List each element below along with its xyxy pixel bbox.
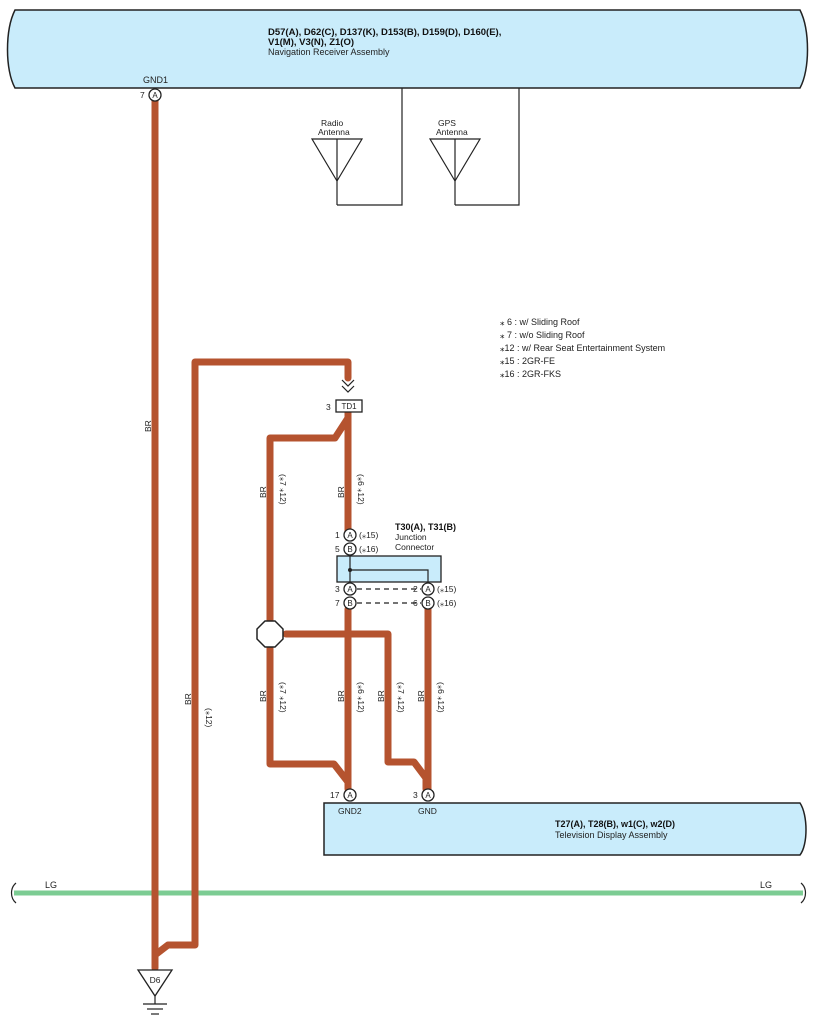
td1-label: TD1 <box>341 402 357 411</box>
navigation-receiver-assembly: D57(A), D62(C), D137(K), D153(B), D159(D… <box>6 9 809 89</box>
radio-antenna-label-2: Antenna <box>318 127 350 137</box>
junction-connector: T30(A), T31(B) Junction Connector A 1 (⁎… <box>335 522 457 610</box>
note-label: (⁎6 ⁎12) <box>436 682 446 713</box>
junction-pin-letter: A <box>425 585 431 594</box>
note-label: (⁎7 ⁎12) <box>278 682 288 713</box>
legend-item: ⁎ 7 : w/o Sliding Roof <box>500 330 585 340</box>
lg-label-right: LG <box>760 880 772 890</box>
junction-pin-note: (⁎15) <box>359 530 379 540</box>
nav-receiver-connectors-line2: V1(M), V3(N), Z1(O) <box>268 37 354 48</box>
br-label: BR <box>376 690 386 702</box>
junction-title: T30(A), T31(B) <box>395 522 456 532</box>
junction-pin-letter: B <box>425 599 430 608</box>
gnd1-pin-letter: A <box>152 91 158 100</box>
legend-item: ⁎16 : 2GR-FKS <box>500 369 561 379</box>
radio-antenna: Radio Antenna <box>310 88 403 206</box>
junction-pin-note: (⁎15) <box>437 584 457 594</box>
junction-pin-number: 5 <box>335 544 340 554</box>
br-label: BR <box>416 690 426 702</box>
junction-pin-number: 3 <box>335 584 340 594</box>
junction-pin-letter: B <box>347 599 352 608</box>
gps-antenna-label-1: GPS <box>438 118 456 128</box>
gps-antenna: GPS Antenna <box>428 88 520 206</box>
junction-pin-note: (⁎16) <box>437 598 457 608</box>
junction-pin-number: 2 <box>413 584 418 594</box>
junction-pin-note: (⁎16) <box>359 544 379 554</box>
br-label: BR <box>183 693 193 705</box>
br-label: BR <box>258 486 268 498</box>
gnd1-pin-name: GND1 <box>143 75 168 85</box>
radio-antenna-label-1: Radio <box>321 118 343 128</box>
td1-connector: TD1 3 <box>326 379 363 413</box>
lg-label-left: LG <box>45 880 57 890</box>
note-label: (⁎6 ⁎12) <box>356 682 366 713</box>
junction-pin-number: 1 <box>335 530 340 540</box>
legend-item: ⁎ 6 : w/ Sliding Roof <box>500 317 580 327</box>
br-label: BR <box>258 690 268 702</box>
br-label: BR <box>336 486 346 498</box>
br-label: BR <box>143 420 153 432</box>
gnd2-pin-letter: A <box>347 791 353 800</box>
legend: ⁎ 6 : w/ Sliding Roof ⁎ 7 : w/o Sliding … <box>500 317 665 379</box>
gnd2-pin-name: GND2 <box>338 806 362 816</box>
junction-pin-letter: A <box>347 531 353 540</box>
junction-pin-number: 6 <box>413 598 418 608</box>
gps-antenna-label-2: Antenna <box>436 127 468 137</box>
ground-d6: D6 <box>136 969 174 1015</box>
lg-wire: LG LG <box>10 880 807 904</box>
note-label: (⁎12) <box>204 708 214 728</box>
gnd-pin-name: GND <box>418 806 437 816</box>
gnd1-pin-number: 7 <box>140 90 145 100</box>
tv-name: Television Display Assembly <box>555 830 668 840</box>
junction-pin-letter: B <box>347 545 352 554</box>
gnd1-pin: A 7 <box>140 88 162 102</box>
gnd-pin-number: 3 <box>413 790 418 800</box>
television-display-assembly: T27(A), T28(B), w1(C), w2(D) Television … <box>323 788 807 856</box>
nav-receiver-connectors: D57(A), D62(C), D137(K), D153(B), D159(D… <box>268 27 501 38</box>
junction-line1: Junction <box>395 532 427 542</box>
note-label: (⁎6 ⁎12) <box>356 474 366 505</box>
note-label: (⁎7 ⁎12) <box>278 474 288 505</box>
legend-item: ⁎15 : 2GR-FE <box>500 356 555 366</box>
legend-item: ⁎12 : w/ Rear Seat Entertainment System <box>500 343 665 353</box>
td1-pin: 3 <box>326 402 331 412</box>
br-wires <box>151 96 432 972</box>
wire-labels: BR BR (⁎12) BR (⁎7 ⁎12) BR (⁎6 ⁎12) BR (… <box>143 420 446 727</box>
junction-pin-number: 7 <box>335 598 340 608</box>
gnd-pin-letter: A <box>425 791 431 800</box>
junction-line2: Connector <box>395 542 434 552</box>
note-label: (⁎7 ⁎12) <box>396 682 406 713</box>
tv-connectors: T27(A), T28(B), w1(C), w2(D) <box>555 819 675 829</box>
ground-label: D6 <box>150 975 161 985</box>
br-label: BR <box>336 690 346 702</box>
junction-pin-letter: A <box>347 585 353 594</box>
gnd2-pin-number: 17 <box>330 790 340 800</box>
splice-point <box>256 620 284 648</box>
nav-receiver-name: Navigation Receiver Assembly <box>268 47 390 57</box>
